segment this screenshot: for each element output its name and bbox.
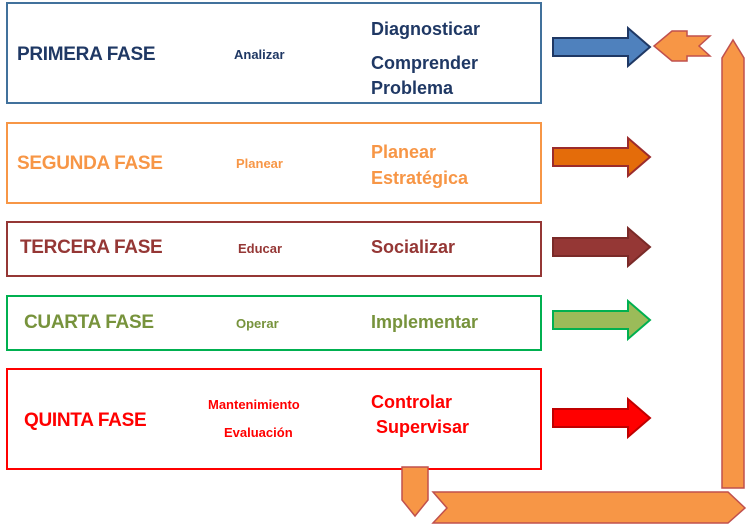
phase-1-action-2: Comprender	[371, 53, 479, 73]
phase-1-action-1: Diagnosticar	[371, 19, 481, 39]
phase-2-verb: Planear	[236, 156, 283, 171]
phase-3-arrow	[552, 225, 652, 269]
phase-box-2: SEGUNDA FASE Planear Planear Estratégica	[6, 122, 542, 204]
phase-2-arrow	[552, 135, 652, 179]
phase-box-5: QUINTA FASE Mantenimiento Evaluación Con…	[6, 368, 542, 470]
phase-box-4: CUARTA FASE Operar Implementar	[6, 295, 542, 351]
phase-4-verb: Operar	[236, 316, 279, 331]
loop-arrow-right	[431, 491, 747, 524]
phase-box-3: TERCERA FASE Educar Socializar	[6, 221, 542, 277]
phase-1-name: PRIMERA FASE	[17, 44, 156, 65]
phase-3-action-1: Socializar	[371, 237, 456, 257]
phase-5-verb-1: Mantenimiento	[208, 397, 300, 412]
phase-box-1: PRIMERA FASE Analizar Diagnosticar Compr…	[6, 2, 542, 104]
phase-4-arrow	[552, 298, 652, 342]
phase-1-verb: Analizar	[234, 47, 285, 62]
phase-3-verb: Educar	[238, 241, 283, 256]
loop-arrow-left	[652, 30, 712, 62]
phase-3-name: TERCERA FASE	[20, 237, 163, 258]
phase-5-verb-2: Evaluación	[224, 425, 293, 440]
phase-2-action-1: Planear	[371, 142, 437, 162]
phase-1-arrow	[552, 25, 652, 69]
phase-5-action-1: Controlar	[371, 392, 452, 412]
loop-arrow-down	[401, 466, 429, 518]
phase-5-name: QUINTA FASE	[24, 410, 147, 431]
loop-arrow-up	[721, 38, 745, 489]
phase-4-action-1: Implementar	[371, 312, 479, 332]
phase-5-action-2: Supervisar	[371, 417, 470, 437]
phase-2-name: SEGUNDA FASE	[17, 153, 163, 174]
phase-4-name: CUARTA FASE	[24, 312, 154, 333]
phase-1-action-3: Problema	[371, 78, 454, 98]
phase-5-arrow	[552, 396, 652, 440]
phase-2-action-2: Estratégica	[371, 168, 469, 188]
